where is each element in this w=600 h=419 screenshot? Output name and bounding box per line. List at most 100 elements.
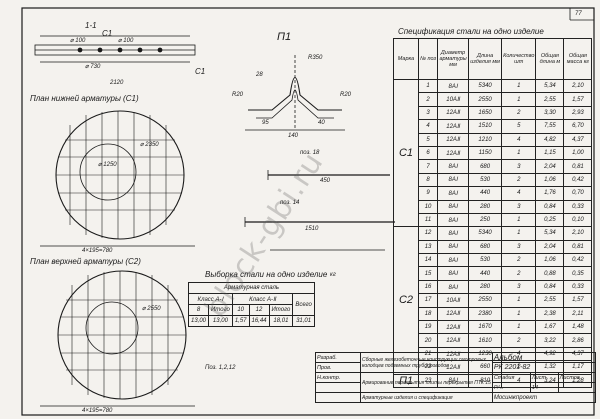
spec-cell: 1,57 bbox=[563, 293, 593, 308]
dim-40: 40 bbox=[318, 120, 325, 126]
spec-cell: 2 bbox=[501, 253, 537, 268]
spec-cell: 14 bbox=[417, 253, 439, 268]
spec-cell: 1 bbox=[501, 226, 537, 241]
steel-head-cell: 8 bbox=[187, 304, 210, 316]
spec-cell: 1510 bbox=[468, 119, 503, 134]
spec-cell: 2550 bbox=[468, 92, 503, 107]
spec-cell: 2,10 bbox=[563, 78, 593, 94]
dim-row-top: 4×195=780 bbox=[82, 408, 113, 414]
spec-cell: 5340 bbox=[468, 226, 503, 241]
spec-cell: 0,70 bbox=[563, 186, 593, 201]
pos-bottom-label: Поз. 1,2,12 bbox=[205, 365, 236, 371]
spec-cell: 2 bbox=[501, 172, 537, 188]
steel-value-cell: 1,57 bbox=[231, 315, 250, 327]
spec-cell: 3 bbox=[501, 279, 537, 295]
spec-header-cell: Общая масса кг bbox=[563, 38, 593, 80]
spec-cell: 3,30 bbox=[535, 105, 565, 121]
spec-cell: 12АⅡ bbox=[437, 145, 470, 161]
spec-cell: 10АⅡ bbox=[437, 92, 470, 107]
spec-header-row: Марка № поз Диаметр арматуры мм Длина из… bbox=[393, 38, 593, 80]
spec-cell: 12АⅡ bbox=[437, 333, 470, 348]
spec-cell: 2,86 bbox=[563, 333, 593, 348]
spec-cell: 8АⅠ bbox=[437, 78, 470, 94]
spec-cell: 8АⅠ bbox=[437, 279, 470, 295]
dim-d100-b: ⌀ 100 bbox=[118, 38, 134, 44]
spec-table: Марка № поз Диаметр арматуры мм Длина из… bbox=[393, 38, 593, 388]
spec-cell: 0,81 bbox=[563, 159, 593, 174]
spec-cell: 8АⅠ bbox=[437, 239, 470, 255]
spec-cell: 3,22 bbox=[535, 333, 565, 348]
spec-cell: 5 bbox=[501, 119, 537, 134]
spec-cell: 11 bbox=[417, 212, 439, 228]
spec-cell: 0,25 bbox=[535, 212, 565, 228]
dim-1510: 1510 bbox=[305, 226, 319, 232]
spec-cell: 3 bbox=[501, 159, 537, 174]
spec-cell: 3 bbox=[501, 239, 537, 255]
spec-cell: 0,88 bbox=[535, 266, 565, 281]
spec-cell: 2,11 bbox=[563, 306, 593, 322]
spec-cell: 1150 bbox=[468, 145, 503, 161]
spec-cell: 2550 bbox=[468, 293, 503, 308]
spec-cell: 1,15 bbox=[535, 145, 565, 161]
spec-cell: 440 bbox=[468, 266, 503, 281]
dim-450: 450 bbox=[320, 178, 331, 184]
spec-cell: 17 bbox=[417, 293, 439, 308]
stamp-subtitle: Арматурные изделия и спецификация bbox=[360, 392, 493, 403]
spec-cell: 20 bbox=[417, 333, 439, 348]
spec-cell: 530 bbox=[468, 253, 503, 268]
stamp-org: Мосинжпроект bbox=[491, 392, 596, 403]
plan-top-title: План верхней арматуры (С2) bbox=[30, 257, 141, 266]
node-p1-label: П1 bbox=[277, 31, 292, 43]
dim-r20-a: R20 bbox=[232, 92, 244, 98]
plan-bottom-title: План нижней арматуры (С1) bbox=[30, 94, 139, 103]
sheet-number: 77 bbox=[575, 11, 582, 17]
spec-cell: 1,76 bbox=[535, 186, 565, 201]
spec-cell: 0,84 bbox=[535, 279, 565, 295]
spec-cell: 10 bbox=[417, 199, 439, 214]
spec-cell: 12АⅡ bbox=[437, 306, 470, 322]
spec-cell: 8 bbox=[417, 172, 439, 188]
spec-cell: 5,34 bbox=[535, 226, 565, 241]
steel-head-cell: Итого bbox=[268, 304, 294, 316]
spec-cell: 680 bbox=[468, 159, 503, 174]
spec-cell: 0,33 bbox=[563, 199, 593, 214]
spec-cell: 1610 bbox=[468, 333, 503, 348]
spec-cell: 1650 bbox=[468, 105, 503, 121]
spec-header-cell: Общая длина м bbox=[535, 38, 565, 80]
spec-cell: 1 bbox=[417, 78, 439, 94]
dim-28: 28 bbox=[256, 72, 263, 78]
spec-cell: 7 bbox=[417, 159, 439, 174]
spec-cell: 1 bbox=[501, 145, 537, 161]
spec-mark-cell: С1 bbox=[393, 78, 419, 228]
dim-d100-a: ⌀ 100 bbox=[70, 38, 86, 44]
spec-cell: 1,57 bbox=[563, 92, 593, 107]
spec-cell: 3 bbox=[417, 105, 439, 121]
spec-cell: 530 bbox=[468, 172, 503, 188]
spec-cell: 1 bbox=[501, 212, 537, 228]
spec-cell: 8АⅠ bbox=[437, 266, 470, 281]
spec-cell: 16 bbox=[417, 279, 439, 295]
steel-table-title: Выборка стали на одно изделие bbox=[205, 270, 328, 279]
dim-d2550: ⌀ 2550 bbox=[142, 306, 161, 312]
spec-cell: 4,37 bbox=[563, 132, 593, 147]
spec-cell: 10АⅡ bbox=[437, 293, 470, 308]
spec-cell: 2 bbox=[501, 266, 537, 281]
steel-value-cell: 13,00 bbox=[208, 315, 233, 327]
spec-cell: 4 bbox=[501, 186, 537, 201]
steel-table-unit: кг bbox=[330, 272, 336, 278]
dim-95: 95 bbox=[262, 120, 269, 126]
spec-cell: 4,82 bbox=[535, 132, 565, 147]
